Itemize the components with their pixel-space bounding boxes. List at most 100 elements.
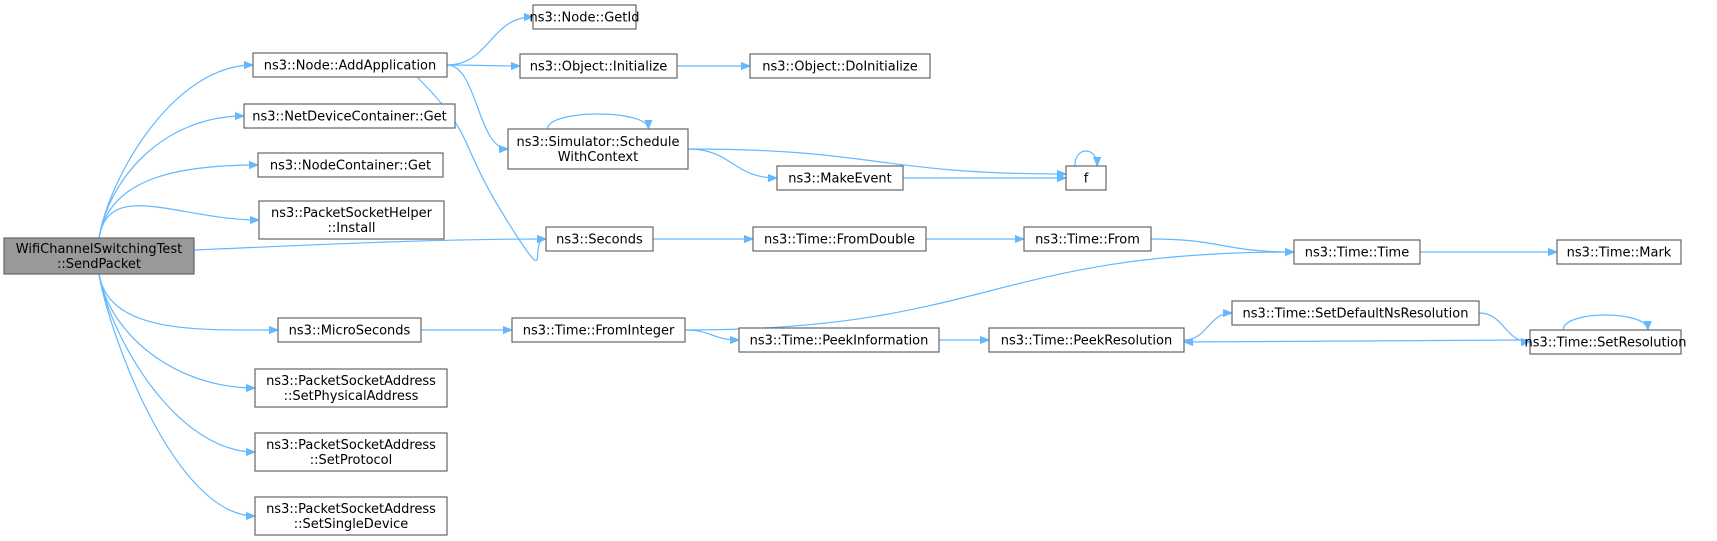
node-setproto[interactable]: ns3::PacketSocketAddress::SetProtocol (254, 432, 448, 472)
node-box (1293, 239, 1421, 265)
node-objdoinit[interactable]: ns3::Object::DoInitialize (749, 53, 931, 79)
nodes-layer: WifiChannelSwitchingTest::SendPacketns3:… (3, 4, 1687, 536)
node-label: f (1084, 172, 1089, 187)
node-box (738, 327, 940, 353)
node-setphys[interactable]: ns3::PacketSocketAddress::SetPhysicalAdd… (254, 368, 448, 408)
node-box (511, 317, 686, 343)
edge-from-to-time (1150, 238, 1294, 252)
node-label: ns3::MicroSeconds (289, 324, 411, 339)
node-box (258, 200, 445, 240)
edge-schedctx-to-f (687, 148, 1066, 174)
node-label: ns3::Object::Initialize (530, 60, 668, 75)
node-root[interactable]: WifiChannelSwitchingTest::SendPacket (3, 237, 195, 275)
node-box (519, 53, 678, 79)
node-label: ns3::Seconds (556, 233, 643, 248)
node-label: WifiChannelSwitchingTest (16, 242, 182, 257)
node-setsingle[interactable]: ns3::PacketSocketAddress::SetSingleDevic… (254, 496, 448, 536)
node-label: ns3::Object::DoInitialize (762, 60, 918, 75)
node-makeevent[interactable]: ns3::MakeEvent (776, 165, 904, 191)
node-label: ns3::NetDeviceContainer::Get (252, 110, 447, 125)
node-ndcget[interactable]: ns3::NetDeviceContainer::Get (243, 103, 456, 129)
edge-root-to-micro (98, 273, 278, 330)
edge-addapp-to-objinit (446, 65, 520, 66)
node-from[interactable]: ns3::Time::From (1023, 226, 1152, 252)
node-label: ns3::Node::GetId (530, 11, 640, 26)
node-setdefres[interactable]: ns3::Time::SetDefaultNsResolution (1231, 300, 1480, 326)
edge-root-to-addapp (98, 65, 253, 239)
node-addapp[interactable]: ns3::Node::AddApplication (252, 52, 448, 78)
node-box (776, 165, 904, 191)
node-box (254, 432, 448, 472)
node-peekres[interactable]: ns3::Time::PeekResolution (988, 327, 1185, 353)
edge-fromint-to-peekinfo (684, 329, 739, 340)
node-f[interactable]: f (1065, 165, 1107, 191)
node-label: ns3::PacketSocketHelper (271, 206, 433, 221)
node-label: ns3::Node::AddApplication (264, 59, 437, 74)
node-seconds[interactable]: ns3::Seconds (545, 226, 654, 252)
node-getid[interactable]: ns3::Node::GetId (530, 4, 640, 30)
node-label: ns3::Time::FromInteger (523, 324, 675, 339)
node-box (257, 152, 444, 178)
node-box (1231, 300, 1480, 326)
node-box (507, 128, 689, 170)
edge-setdefres-to-setres (1478, 312, 1530, 342)
node-peekinfo[interactable]: ns3::Time::PeekInformation (738, 327, 940, 353)
node-micro[interactable]: ns3::MicroSeconds (277, 317, 422, 343)
edge-f-to-f (1074, 150, 1097, 167)
node-label: ns3::MakeEvent (788, 172, 892, 187)
edge-root-to-ndcget (98, 116, 244, 239)
edge-root-to-setsingle (98, 273, 255, 516)
edge-root-to-seconds (193, 239, 546, 251)
node-box (752, 226, 927, 252)
node-label: WithContext (558, 150, 638, 165)
node-pshinstall[interactable]: ns3::PacketSocketHelper::Install (258, 200, 445, 240)
node-label: ::SetPhysicalAddress (284, 389, 419, 404)
edges-layer (98, 17, 1648, 516)
edge-root-to-ncget (98, 165, 258, 239)
node-label: ns3::Time::SetDefaultNsResolution (1243, 307, 1469, 322)
node-box (1556, 239, 1682, 265)
node-setres[interactable]: ns3::Time::SetResolution (1525, 329, 1687, 355)
edge-peekres-to-setdefres (1183, 313, 1233, 341)
node-box (545, 226, 654, 252)
node-objinit[interactable]: ns3::Object::Initialize (519, 53, 678, 79)
node-box (243, 103, 456, 129)
edge-schedctx-to-schedctx (547, 113, 649, 130)
edge-setres-to-setres (1562, 314, 1648, 331)
edge-addapp-to-getid (446, 17, 533, 66)
edge-root-to-setproto (98, 273, 255, 452)
node-label: ns3::Time::SetResolution (1525, 336, 1687, 351)
node-box (749, 53, 931, 79)
node-label: ns3::PacketSocketAddress (266, 502, 436, 517)
node-box (532, 4, 637, 30)
node-box (254, 368, 448, 408)
node-label: ns3::Time::PeekResolution (1001, 334, 1172, 349)
edge-root-to-setphys (98, 273, 255, 388)
node-label: ns3::NodeContainer::Get (270, 159, 431, 174)
node-ncget[interactable]: ns3::NodeContainer::Get (257, 152, 444, 178)
edge-addapp-to-schedctx (446, 64, 509, 149)
node-label: ns3::Time::From (1035, 233, 1140, 248)
node-label: ns3::Time::FromDouble (764, 233, 915, 248)
edge-fromint-to-time (684, 252, 1294, 331)
node-mark[interactable]: ns3::Time::Mark (1556, 239, 1682, 265)
node-box (252, 52, 448, 78)
node-time[interactable]: ns3::Time::Time (1293, 239, 1421, 265)
node-box (277, 317, 422, 343)
node-label: ::SetSingleDevice (294, 517, 409, 532)
node-label: ::SendPacket (57, 257, 141, 272)
edge-schedctx-to-makeevent (687, 148, 777, 178)
node-label: ns3::Time::Time (1305, 246, 1409, 261)
node-box (3, 237, 195, 275)
node-fromdouble[interactable]: ns3::Time::FromDouble (752, 226, 927, 252)
node-box (988, 327, 1185, 353)
node-fromint[interactable]: ns3::Time::FromInteger (511, 317, 686, 343)
node-label: ns3::Time::Mark (1567, 246, 1672, 261)
node-label: ns3::Simulator::Schedule (516, 135, 679, 150)
node-box (1529, 329, 1682, 355)
node-label: ::SetProtocol (310, 453, 393, 468)
edge-root-to-pshinstall (98, 205, 259, 239)
node-box (1023, 226, 1152, 252)
